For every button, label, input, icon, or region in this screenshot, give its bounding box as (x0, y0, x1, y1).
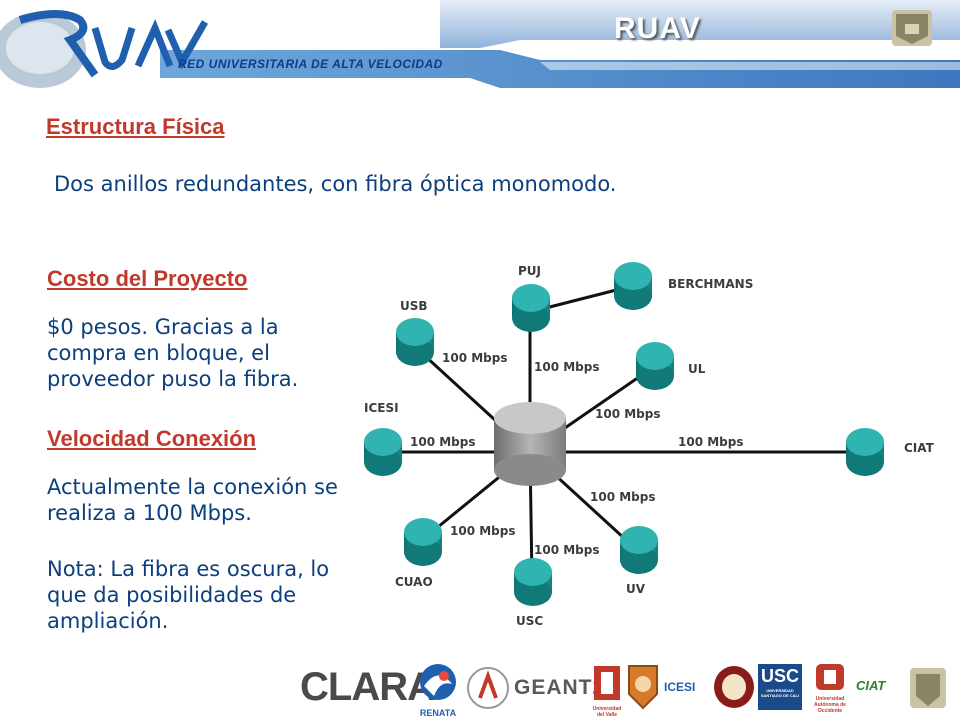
node-label-uv: UV (626, 582, 646, 596)
header-banner: RUAV RED UNIVERSITARIA DE ALTA VELOCIDAD (0, 0, 960, 88)
node-usb-icon (396, 318, 434, 366)
link-label-ciat: 100 Mbps (678, 435, 744, 449)
node-label-cuao: CUAO (395, 575, 433, 589)
university-seal-icon (466, 664, 510, 712)
page-subtitle: Dos anillos redundantes, con fibra óptic… (54, 172, 617, 196)
node-ul-icon (636, 342, 674, 390)
node-berchmans-icon (614, 262, 652, 310)
note-text: Nota: La fibra es oscura, lo que da posi… (47, 557, 330, 633)
section-title: Estructura Física (46, 114, 225, 139)
cuao-seal-icon (712, 664, 756, 710)
node-icesi-icon (364, 428, 402, 476)
geant2-logo: GEANT2 (514, 676, 606, 699)
link-label-usc: 100 Mbps (534, 543, 600, 557)
link-label-ul: 100 Mbps (595, 407, 661, 421)
univalle-logo: Universidad del Valle (592, 664, 622, 718)
node-puj-icon (512, 284, 550, 332)
node-usc-icon (514, 558, 552, 606)
speed-text: Actualmente la conexión se realiza a 100… (47, 475, 338, 525)
ciat-logo: CIAT (856, 678, 886, 693)
link-label-uv: 100 Mbps (590, 490, 656, 504)
app-subtitle: RED UNIVERSITARIA DE ALTA VELOCIDAD (178, 57, 443, 71)
node-label-usb: USB (400, 299, 428, 313)
node-cuao-icon (404, 518, 442, 566)
uao-logo: Universidad Autónoma de Occidente (808, 662, 852, 714)
node-uv-icon (620, 526, 658, 574)
node-label-ciat: CIAT (904, 441, 934, 455)
node-label-usc: USC (516, 614, 544, 628)
node-label-icesi: ICESI (364, 401, 399, 415)
renata-logo: RENATA (414, 662, 462, 718)
node-ciat-icon (846, 428, 884, 476)
link-label-puj: 100 Mbps (534, 360, 600, 374)
cost-heading: Costo del Proyecto (47, 266, 248, 291)
clara-logo: CLARA (300, 665, 436, 709)
link-label-icesi: 100 Mbps (410, 435, 476, 449)
link-label-cuao: 100 Mbps (450, 524, 516, 538)
footer-crest-icon (906, 664, 950, 712)
header-background (0, 0, 960, 88)
node-label-ul: UL (688, 362, 706, 376)
usc-logo: USC UNIVERSIDAD SANTIAGO DE CALI (758, 664, 802, 710)
speed-heading: Velocidad Conexión (47, 426, 257, 451)
node-label-berchmans: BERCHMANS (668, 277, 754, 291)
node-label-puj: PUJ (518, 264, 542, 278)
central-hub-icon (494, 402, 566, 486)
javeriana-logo (626, 664, 660, 710)
app-title: RUAV (614, 12, 701, 45)
crest-icon (892, 10, 932, 46)
cost-text: $0 pesos. Gracias a la compra en bloque,… (47, 315, 299, 391)
icesi-logo: ICESI (664, 680, 696, 694)
link-label-usb: 100 Mbps (442, 351, 508, 365)
